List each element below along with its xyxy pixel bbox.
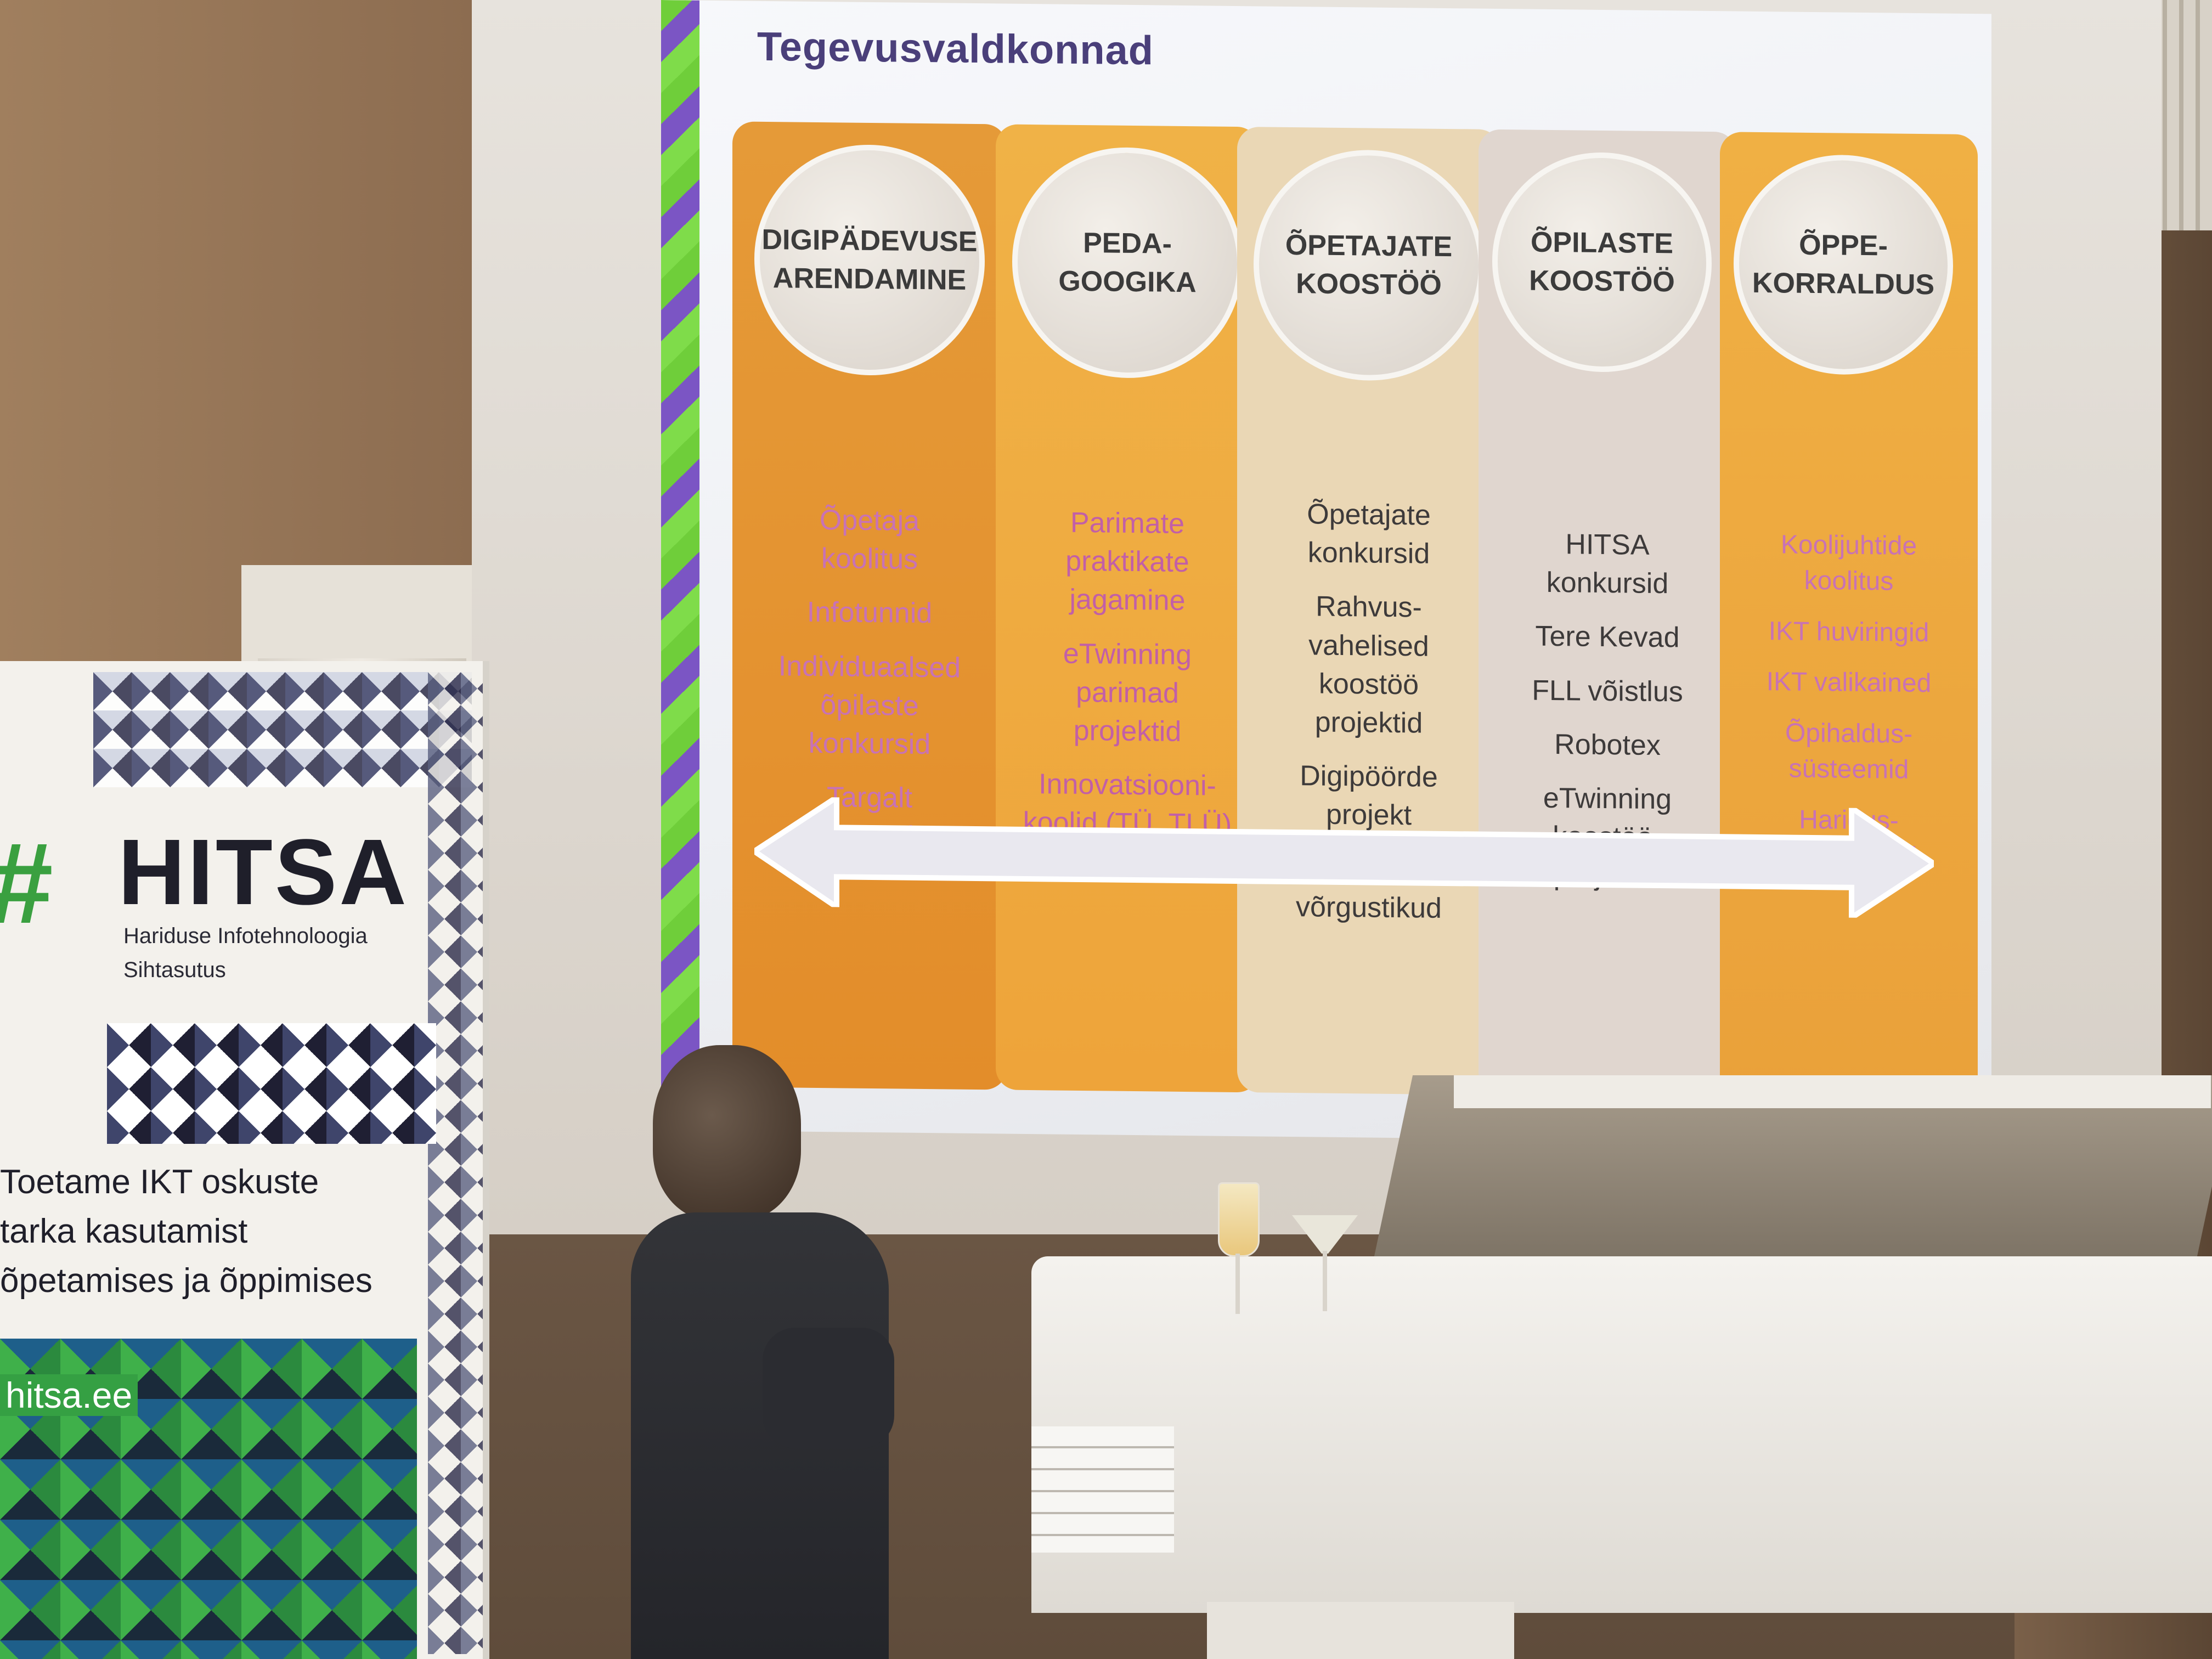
person-arm	[763, 1328, 894, 1448]
column-oppekorraldus: ÕPPE- KORRALDUS Koolijuhtide koolitus IK…	[1720, 132, 1978, 1101]
glass-stem	[1235, 1254, 1240, 1314]
piano-stand	[1207, 1602, 1514, 1659]
double-arrow-icon	[754, 796, 1934, 919]
column-heading-circle: ÕPPE- KORRALDUS	[1734, 154, 1953, 376]
geometric-pattern	[428, 672, 483, 1654]
presentation-slide: Tegevusvaldkonnad DIGIPÄDEVUSE ARENDAMIN…	[661, 0, 1991, 1144]
column-heading-circle: DIGIPÄDEVUSE ARENDAMINE	[754, 143, 985, 377]
column-opilaste-koostoo: ÕPILASTE KOOSTÖÖ HITSA konkursid Tere Ke…	[1479, 129, 1736, 1098]
banner-tagline: Toetame IKT oskuste tarka kasutamist õpe…	[0, 1163, 373, 1300]
hitsa-logo: HITSA	[118, 820, 409, 924]
column-pedagoogika: PEDA- GOOGIKA Parimate praktikate jagami…	[996, 124, 1259, 1093]
hash-logo-icon: #	[0, 826, 53, 941]
column-heading-circle: PEDA- GOOGIKA	[1012, 146, 1243, 380]
list-item: Individuaalsed õpilaste konkursid	[778, 650, 961, 761]
list-item: Infotunnid	[806, 596, 933, 630]
list-item: HITSA konkursid	[1546, 528, 1669, 600]
champagne-glass	[1218, 1182, 1260, 1257]
list-item: Koolijuhtide koolitus	[1780, 530, 1917, 596]
column-heading-circle: ÕPETAJATE KOOSTÖÖ	[1254, 149, 1484, 382]
glass-stem	[1323, 1251, 1327, 1311]
list-item: Rahvus- vahelised koostöö projektid	[1308, 590, 1429, 740]
list-item: FLL võistlus	[1532, 674, 1683, 708]
list-item: Parimate praktikate jagamine	[1065, 506, 1189, 617]
column-opetajate-koostoo: ÕPETAJATE KOOSTÖÖ Õpetajate konkursid Ra…	[1237, 126, 1500, 1096]
website-url: hitsa.ee	[0, 1374, 138, 1416]
hitsa-rollup-banner: # HITSA Hariduse Infotehnoloogia Sihtasu…	[0, 661, 489, 1659]
organization-name: Hariduse Infotehnoloogia Sihtasutus	[123, 924, 368, 982]
list-item: Robotex	[1554, 728, 1661, 761]
slide-decorative-stripe	[661, 0, 699, 1131]
slide-title: Tegevusvaldkonnad	[757, 23, 1154, 74]
list-item: Õpetaja koolitus	[819, 504, 920, 576]
list-item: Õpetajate konkursid	[1307, 498, 1431, 570]
grand-piano	[1031, 1256, 2212, 1613]
geometric-pattern	[93, 672, 472, 787]
list-item: eTwinning parimad projektid	[1063, 637, 1192, 748]
column-heading-circle: ÕPILASTE KOOSTÖÖ	[1492, 151, 1712, 374]
pedestal-capital	[241, 565, 483, 669]
list-item: Õpihaldus- süsteemid	[1785, 718, 1913, 785]
geometric-pattern	[107, 1023, 436, 1144]
piano-lid-edge	[1454, 1075, 2211, 1108]
activity-columns: DIGIPÄDEVUSE ARENDAMINE Õpetaja koolitus…	[732, 121, 1978, 1101]
list-item: Tere Kevad	[1535, 620, 1680, 654]
column-digipadevus: DIGIPÄDEVUSE ARENDAMINE Õpetaja koolitus…	[732, 121, 1007, 1090]
piano-keys	[1031, 1426, 1174, 1553]
person-head	[653, 1045, 801, 1221]
list-item: IKT valikained	[1766, 667, 1932, 698]
list-item: IKT huviringid	[1768, 616, 1929, 647]
